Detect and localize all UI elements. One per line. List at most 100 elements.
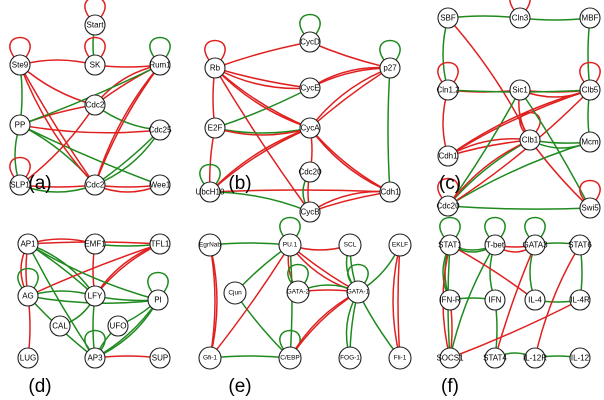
node-gfi1: Gfi-1 [198, 346, 222, 370]
node-circle [84, 285, 106, 307]
node-circle [388, 346, 412, 370]
node-label: E2F [208, 124, 223, 133]
node-stat6: STAT6 [568, 234, 592, 256]
edge-layer [437, 0, 601, 210]
node-sup: SUP [149, 347, 171, 369]
node-label: CAL [52, 322, 68, 331]
node-circle [149, 174, 171, 196]
node-label: p27 [383, 64, 397, 73]
node-circle [299, 201, 321, 223]
inhibition-edge [447, 17, 531, 141]
node-wee1: Wee1 [149, 174, 171, 196]
panel-label: (b) [228, 173, 251, 194]
inhibition-edge [84, 0, 106, 18]
inhibition-edge [509, 0, 531, 11]
node-label: FOG-1 [340, 355, 360, 362]
inhibition-edge [534, 244, 581, 359]
node-label: Gfi-1 [203, 355, 217, 362]
node-label: Sic1 [512, 86, 528, 95]
node-cycb: CycB [299, 201, 321, 223]
node-rum1: Rum1 [149, 54, 171, 76]
node-clb5: Clb5 [579, 79, 601, 101]
activation-edge [27, 243, 96, 297]
node-circle [524, 234, 546, 256]
inhibition-edge [209, 244, 216, 359]
node-circle [278, 233, 302, 257]
activation-edge [209, 355, 291, 359]
node-circle [484, 234, 506, 256]
inhibition-edge [529, 139, 591, 209]
node-circle [204, 57, 226, 79]
inhibition-edge [449, 244, 536, 301]
node-label: Clb5 [582, 86, 599, 95]
node-label: Fli-1 [394, 355, 407, 362]
node-label: Wee1 [150, 181, 171, 190]
node-circle [569, 347, 591, 369]
inhibition-edge [309, 127, 391, 193]
node-cjun: Cjun [223, 281, 247, 305]
node-circle [299, 77, 321, 99]
activation-edge [484, 216, 506, 238]
inhibition-edge [579, 61, 601, 83]
activation-edge [299, 13, 321, 35]
inhibition-edge [19, 124, 161, 134]
node-circle [49, 315, 71, 337]
node-circle [437, 195, 459, 217]
inhibition-edge [214, 67, 311, 129]
activation-edge [279, 216, 301, 238]
activation-edge [524, 216, 546, 238]
node-circle [509, 79, 531, 101]
node-label: SCL [344, 242, 357, 249]
activation-edge [27, 243, 96, 359]
inhibition-edge [309, 66, 391, 89]
activation-edge [447, 205, 591, 210]
node-label: Cjun [228, 290, 242, 297]
node-cdc20: Cdc20 [298, 161, 322, 183]
node-cyce: CycE [299, 77, 321, 99]
node-circle [299, 161, 321, 183]
node-stat4: STAT4 [483, 347, 507, 369]
inhibition-edge [19, 64, 96, 186]
node-cdh1: Cdh1 [437, 145, 459, 167]
node-circle [149, 347, 171, 369]
node-circle [198, 346, 222, 370]
node-pi: PI [147, 289, 169, 311]
inhibition-edge [309, 67, 391, 129]
node-label: Cdh1 [438, 152, 458, 161]
inhibition-edge [447, 89, 591, 207]
node-label: Cdc2 [86, 181, 105, 190]
activation-edge [234, 292, 291, 359]
node-circle [9, 54, 31, 76]
node-cdc2b: Cdc2 [84, 174, 106, 196]
activation-edge [199, 163, 221, 185]
inhibition-edge [204, 39, 226, 61]
node-egrnab: EgrNab [198, 233, 222, 257]
panel-label: (a) [28, 173, 51, 194]
node-circle [569, 289, 591, 311]
inhibition-edge [19, 104, 96, 186]
inhibition-edge [437, 61, 459, 83]
node-circle [17, 347, 39, 369]
node-il12r: IL-12R [523, 347, 547, 369]
node-label: Cdc20 [298, 168, 322, 177]
node-label: Cdc2 [86, 101, 105, 110]
activation-edge [147, 271, 169, 293]
node-cdc20: Cdc20 [436, 195, 460, 217]
node-cdc25: Cdc25 [148, 119, 172, 141]
node-label: AP3 [87, 354, 103, 363]
node-label: T-bet [486, 241, 505, 250]
node-circle [84, 233, 106, 255]
activation-edge [19, 124, 161, 186]
node-label: IFN-R [439, 296, 461, 305]
inhibition-edge [209, 127, 311, 193]
node-circle [579, 131, 601, 153]
node-mcm: Mcm [579, 131, 601, 153]
activation-edge [17, 267, 39, 289]
inhibition-edge [309, 67, 391, 129]
inhibition-edge [209, 127, 311, 193]
activation-edge [287, 263, 309, 285]
node-ubch10: UbcH10 [196, 181, 225, 203]
node-circle [388, 233, 412, 257]
inhibition-edge [447, 89, 591, 157]
node-gata1: GATA-1 [346, 280, 370, 304]
